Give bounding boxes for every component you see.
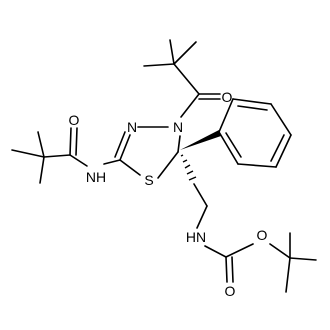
bond-ring-s1-c5	[157, 151, 179, 179]
bond-phenyl-4	[237, 163, 277, 168]
atom-n-ring-left: N	[127, 119, 137, 135]
atom-n-ring-right: N	[173, 119, 183, 135]
bond-ch2-down	[193, 183, 208, 207]
bond-nh-carbonyl	[69, 154, 88, 167]
bond-carbonyl-to-ring-n	[180, 93, 200, 118]
atom-hn-carbamate: HN	[186, 229, 206, 245]
bond-layer	[11, 39, 317, 293]
bond-ring-c2-n3-double-a	[119, 134, 131, 161]
bond-carbonyl-ester-o	[225, 243, 254, 258]
bond-tbu1-methyl-right	[173, 41, 197, 65]
bond-phenyl-1	[232, 98, 272, 105]
atom-o-carbamate-ester: O	[257, 227, 268, 243]
bond-ester-o-tbu	[269, 243, 291, 259]
bond-tbu1-methyl-top	[169, 39, 175, 65]
bond-tbu1-methyl-left	[143, 63, 175, 67]
bond-phenyl-inner-1	[237, 105, 268, 111]
bond-tbu3-methyl-bottom	[285, 257, 291, 293]
bond-hn-carbonyl	[204, 245, 227, 258]
bond-ring-c2-n3-double-b	[114, 131, 126, 158]
hash-bond-to-ch2	[180, 154, 197, 181]
atom-o-carbamate-carbonyl: O	[225, 283, 236, 299]
bond-carbamate-double-b	[231, 256, 234, 283]
bond-ring-c2-s1	[119, 159, 141, 176]
bond-phenyl-3	[275, 134, 292, 168]
wedge-bond-to-phenyl	[180, 130, 221, 150]
bond-phenyl-inner-2	[270, 134, 285, 162]
bond-tbu1-carbonyl	[173, 63, 200, 95]
bond-tbu2-methyl-top	[37, 131, 45, 158]
bond-c2-nh	[103, 159, 121, 165]
bond-carbonyl-tbu2	[43, 154, 71, 158]
bond-tbu2-methyl-left	[11, 149, 45, 158]
atom-o-top-acyl: O	[222, 89, 233, 105]
bond-phenyl-inner-3	[225, 132, 242, 158]
atom-o-left-acyl: O	[69, 112, 80, 128]
bond-tbu3-methyl-right	[289, 257, 317, 261]
atom-nh-left-amide: NH	[86, 169, 106, 185]
bond-carbonyl-left-double-b	[75, 127, 78, 156]
atom-label-layer: O N N O NH S HN O O	[69, 89, 268, 299]
bond-carbamate-double-a	[225, 256, 228, 283]
bond-carbonyl-left-double-a	[69, 127, 72, 156]
bond-phenyl-5	[218, 131, 239, 165]
bond-phenyl-6	[218, 98, 234, 133]
atom-s-ring: S	[144, 172, 153, 188]
bond-tbu2-methyl-bottom	[39, 156, 45, 184]
bond-phenyl-2	[270, 103, 292, 136]
bond-ring-n4-c5	[177, 135, 181, 153]
bond-ch2-nh	[196, 205, 208, 229]
